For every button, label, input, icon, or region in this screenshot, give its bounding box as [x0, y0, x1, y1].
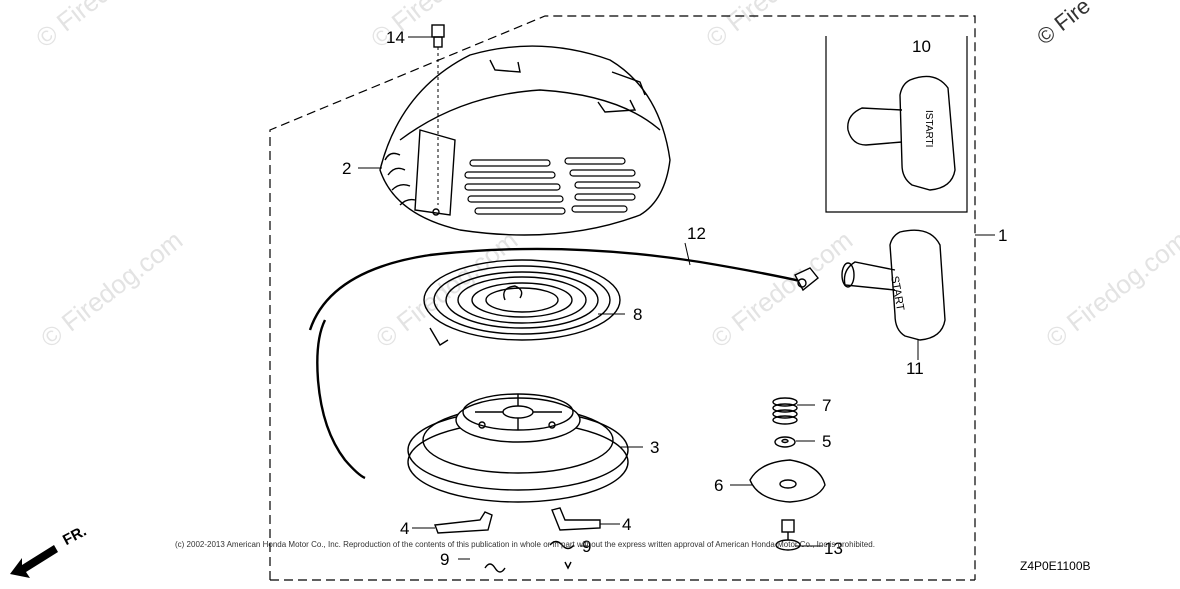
starter-cover — [379, 45, 671, 236]
setting-screw — [775, 519, 801, 551]
recoil-spring — [423, 259, 621, 346]
callout-3: 3 — [650, 438, 660, 457]
drawing-code: Z4P0E1100B — [1020, 559, 1091, 573]
grip-text-alt: ISTARTI — [923, 110, 934, 148]
callout-12: 12 — [687, 224, 706, 243]
callout-2: 2 — [342, 159, 352, 178]
starter-rope — [308, 247, 819, 480]
callout-9-right: 9 — [582, 537, 592, 556]
callout-1: 1 — [998, 226, 1008, 245]
callout-7: 7 — [822, 396, 832, 415]
callout-9-left: 9 — [440, 550, 450, 569]
callout-6: 6 — [714, 476, 724, 495]
callout-14: 14 — [386, 28, 405, 47]
callout-5: 5 — [822, 432, 832, 451]
pawl-spring-right — [549, 540, 575, 570]
ratchet-pawl-left — [434, 511, 493, 534]
callout-4-right: 4 — [622, 515, 632, 534]
starter-grip-alt — [847, 75, 956, 191]
pawl-spring-left — [484, 563, 506, 573]
friction-plate — [749, 459, 826, 503]
callout-10: 10 — [912, 37, 931, 56]
recoil-reel — [407, 393, 629, 503]
front-direction-arrow-icon — [10, 545, 58, 578]
callout-4-left: 4 — [400, 519, 410, 538]
callout-8: 8 — [633, 305, 643, 324]
callout-11: 11 — [906, 359, 924, 378]
bolt-14 — [431, 24, 445, 205]
washer — [774, 436, 796, 448]
callout-13: 13 — [824, 539, 843, 558]
friction-spring — [772, 397, 798, 425]
starter-grip — [841, 229, 946, 341]
ratchet-pawl-right — [551, 507, 601, 531]
copyright-notice: (c) 2002-2013 American Honda Motor Co., … — [175, 540, 875, 549]
